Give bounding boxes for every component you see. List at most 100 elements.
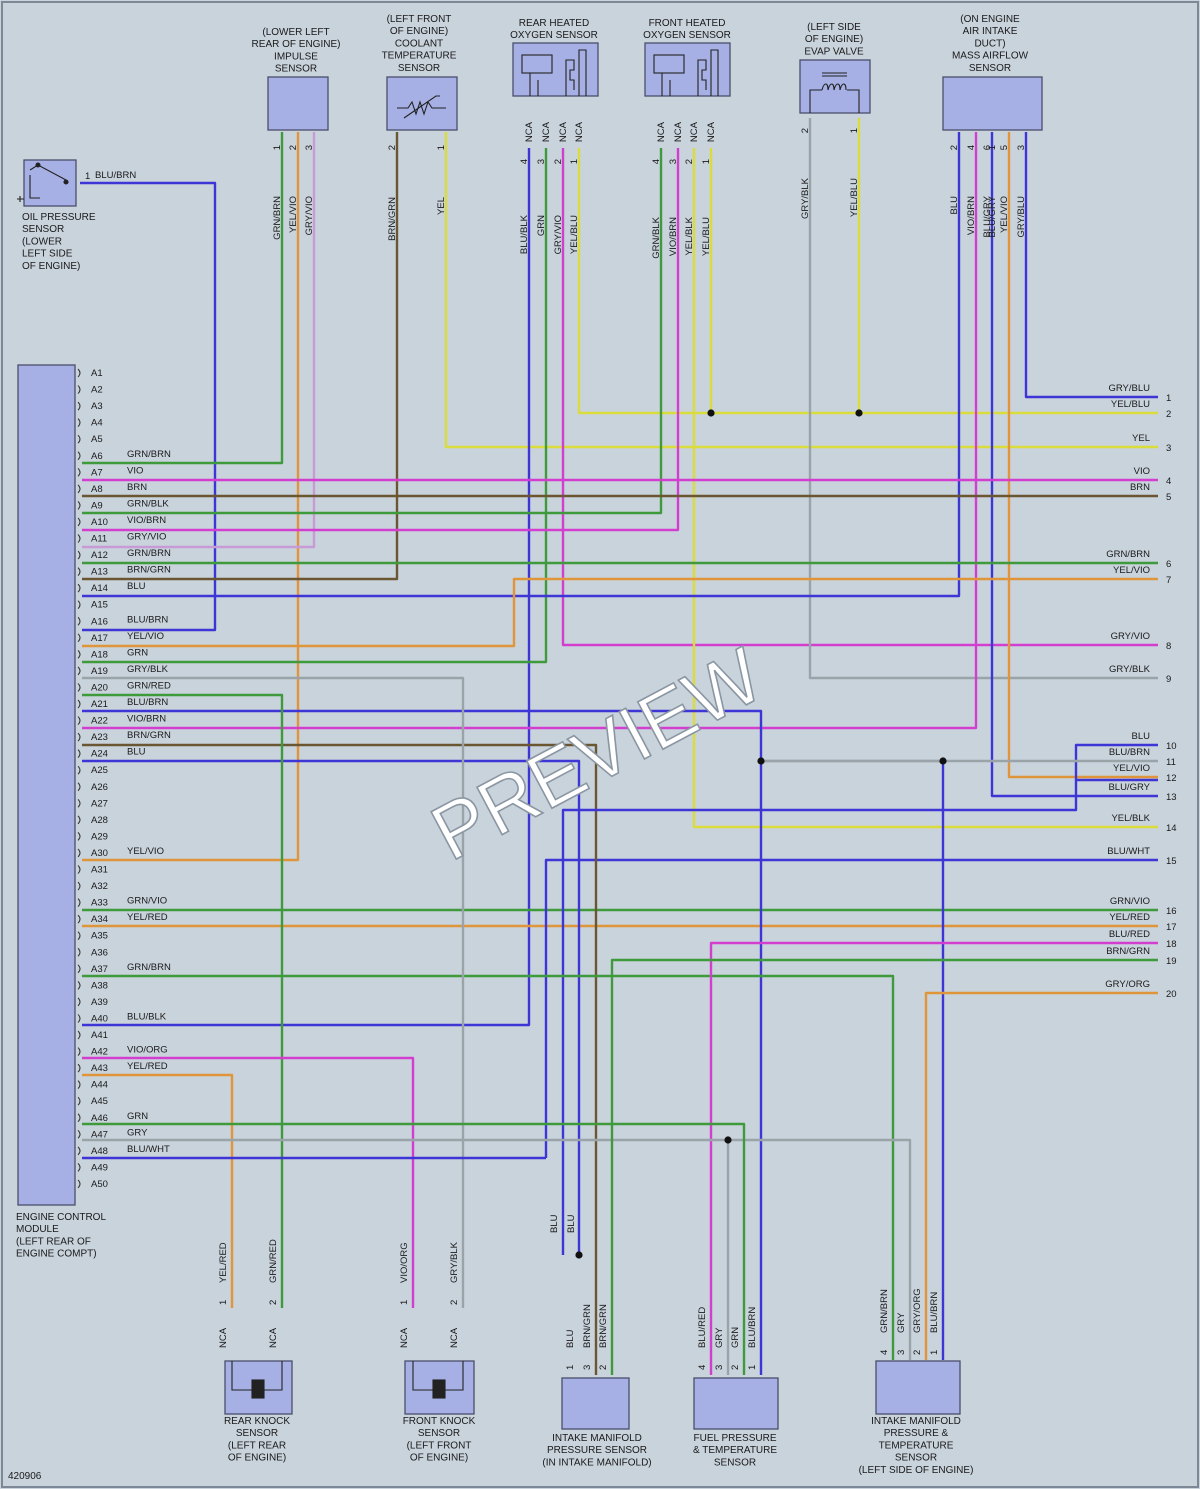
tmap-wire-label: BLU/BRN xyxy=(929,1292,940,1333)
ecm-pin-tick xyxy=(77,451,81,461)
fuel-wire-label: BLU/RED xyxy=(697,1307,708,1348)
ecm-pin-a33: A33 xyxy=(91,898,108,909)
maf-pin-2: 2 xyxy=(949,145,960,150)
ecm-caption-line: ENGINE CONTROL xyxy=(16,1212,106,1223)
front-knock-caption-line: FRONT KNOCK xyxy=(403,1416,476,1427)
right-pin-17: 17 xyxy=(1166,922,1177,933)
impulse-caption-line: IMPULSE xyxy=(274,51,318,62)
rear-knock-caption-line: OF ENGINE) xyxy=(228,1453,286,1464)
ecm-pin-a12: A12 xyxy=(91,550,108,561)
ecm-pin-tick xyxy=(77,947,81,957)
fuel-pin-4: 4 xyxy=(697,1365,708,1370)
maf-caption-line: SENSOR xyxy=(969,63,1011,74)
tmap-wire-label: GRY/ORG xyxy=(912,1288,923,1333)
ecm-pin-a49: A49 xyxy=(91,1162,108,1173)
tmap-wire-label: GRN/BRN xyxy=(879,1289,890,1333)
impulse-pin-2: 2 xyxy=(288,145,299,150)
right-connector-labels: GRY/BLU1YEL/BLU2YEL3VIO4BRN5GRN/BRN6YEL/… xyxy=(1105,383,1176,1000)
coolant-caption-line: SENSOR xyxy=(398,63,440,74)
rear-knock-wire-label: YEL/RED xyxy=(218,1242,229,1283)
right-pin-9: 9 xyxy=(1166,674,1171,685)
maf-box xyxy=(942,76,1043,131)
ecm-pin-tick xyxy=(77,683,81,692)
fuel-pin-2: 2 xyxy=(730,1365,741,1370)
front-knock-pin-2: 2 xyxy=(449,1300,460,1305)
wire-brn-grn-coolant xyxy=(82,132,399,581)
map-caption-line: PRESSURE SENSOR xyxy=(547,1445,647,1456)
ecm-wire-label-a12: GRN/BRN xyxy=(127,548,171,559)
maf-wire-label: BLU xyxy=(949,196,960,215)
fuel-wire-label: GRY xyxy=(714,1327,725,1348)
ecm-pin-tick xyxy=(77,1030,81,1040)
ecm-wire-label-a18: GRN xyxy=(127,647,148,658)
ecm-pin-a37: A37 xyxy=(91,964,108,975)
right-pin-2: 2 xyxy=(1166,409,1171,420)
impulse-wire-label: GRY/VIO xyxy=(304,196,315,235)
ecm-pin-a3: A3 xyxy=(91,401,103,412)
tmap-caption-line: (LEFT SIDE OF ENGINE) xyxy=(859,1465,974,1476)
front-knock-wire-label: VIO/ORG xyxy=(399,1242,410,1283)
maf-caption-line: DUCT) xyxy=(974,38,1005,49)
right-pin-3: 3 xyxy=(1166,443,1171,454)
ecm-wire-label-a19: GRY/BLK xyxy=(127,664,169,675)
ecm-pin-a21: A21 xyxy=(91,699,108,710)
ecm-pin-a14: A14 xyxy=(91,583,108,594)
piezo-icon xyxy=(251,1379,265,1399)
map-caption-line: (IN INTAKE MANIFOLD) xyxy=(542,1457,651,1468)
coolant-box xyxy=(386,76,458,131)
front-o2-nca: NCA xyxy=(656,121,667,142)
ecm-pin-tick xyxy=(77,484,81,494)
right-wire-label-12: YEL/VIO xyxy=(1113,763,1150,774)
front-o2-nca: NCA xyxy=(706,121,717,142)
rear-knock-nca: NCA xyxy=(268,1327,279,1348)
impulse-wire-label: GRN/BRN xyxy=(272,196,283,240)
thermistor-icon xyxy=(397,95,446,119)
ecm-pin-a16: A16 xyxy=(91,616,108,627)
right-pin-10: 10 xyxy=(1166,741,1177,752)
oil-pressure-wire-label: BLU/BRN xyxy=(95,170,136,181)
ecm-caption-line: MODULE xyxy=(16,1224,59,1235)
ecm-wire-label-a37: GRN/BRN xyxy=(127,962,171,973)
right-pin-6: 6 xyxy=(1166,559,1171,570)
splices xyxy=(575,409,947,1259)
wire-yel-vio-a17 xyxy=(82,577,1158,648)
rear-o2-nca: NCA xyxy=(558,121,569,142)
ecm-pin-a15: A15 xyxy=(91,600,108,611)
solenoid-icon xyxy=(809,72,860,113)
right-wire-label-9: GRY/BLK xyxy=(1109,664,1151,675)
map-wire-label: BRN/GRN xyxy=(598,1304,609,1348)
ecm-wire-label-a14: BLU xyxy=(127,581,146,592)
ecm-pin-tick xyxy=(77,898,81,907)
splice-dot xyxy=(855,409,863,417)
ecm-pin-ticks xyxy=(77,368,81,1189)
ecm-pin-a47: A47 xyxy=(91,1129,108,1140)
impulse-pin-3: 3 xyxy=(304,145,315,150)
ecm-pin-a24: A24 xyxy=(91,749,108,760)
component-symbols xyxy=(17,49,860,1399)
rear-o2-wire-label: GRY/VIO xyxy=(553,215,564,254)
right-wire-label-4: VIO xyxy=(1134,466,1150,477)
tmap-wire-label: GRY xyxy=(896,1312,907,1333)
ecm-pin-tick xyxy=(77,1129,81,1139)
coolant-pin-1: 1 xyxy=(436,145,447,150)
rear-o2-wire-label: GRN xyxy=(536,215,547,236)
ecm-pin-a10: A10 xyxy=(91,517,108,528)
fuel-caption-line: FUEL PRESSURE xyxy=(694,1433,777,1444)
ecm-pin-a32: A32 xyxy=(91,881,108,892)
rear-o2-pin-2: 2 xyxy=(553,159,564,164)
front-knock-pin-1: 1 xyxy=(399,1300,410,1305)
front-o2-wire-label: GRN/BLK xyxy=(651,216,662,258)
ecm-caption-line: ENGINE COMPT) xyxy=(16,1249,97,1260)
oil-pressure-caption-line: LEFT SIDE xyxy=(22,249,73,260)
ecm-pin-tick xyxy=(77,1063,81,1073)
right-wire-label-6: GRN/BRN xyxy=(1106,549,1150,560)
ecm-pin-a27: A27 xyxy=(91,798,108,809)
right-wire-label-19: BRN/GRN xyxy=(1106,946,1150,957)
ecm-pin-a8: A8 xyxy=(91,484,103,495)
ecm-wire-label-a46: GRN xyxy=(127,1111,148,1122)
ecm-wire-label-a6: GRN/BRN xyxy=(127,449,171,460)
ecm-pin-tick xyxy=(77,1163,81,1172)
rear-knock-caption-line: SENSOR xyxy=(236,1428,278,1439)
